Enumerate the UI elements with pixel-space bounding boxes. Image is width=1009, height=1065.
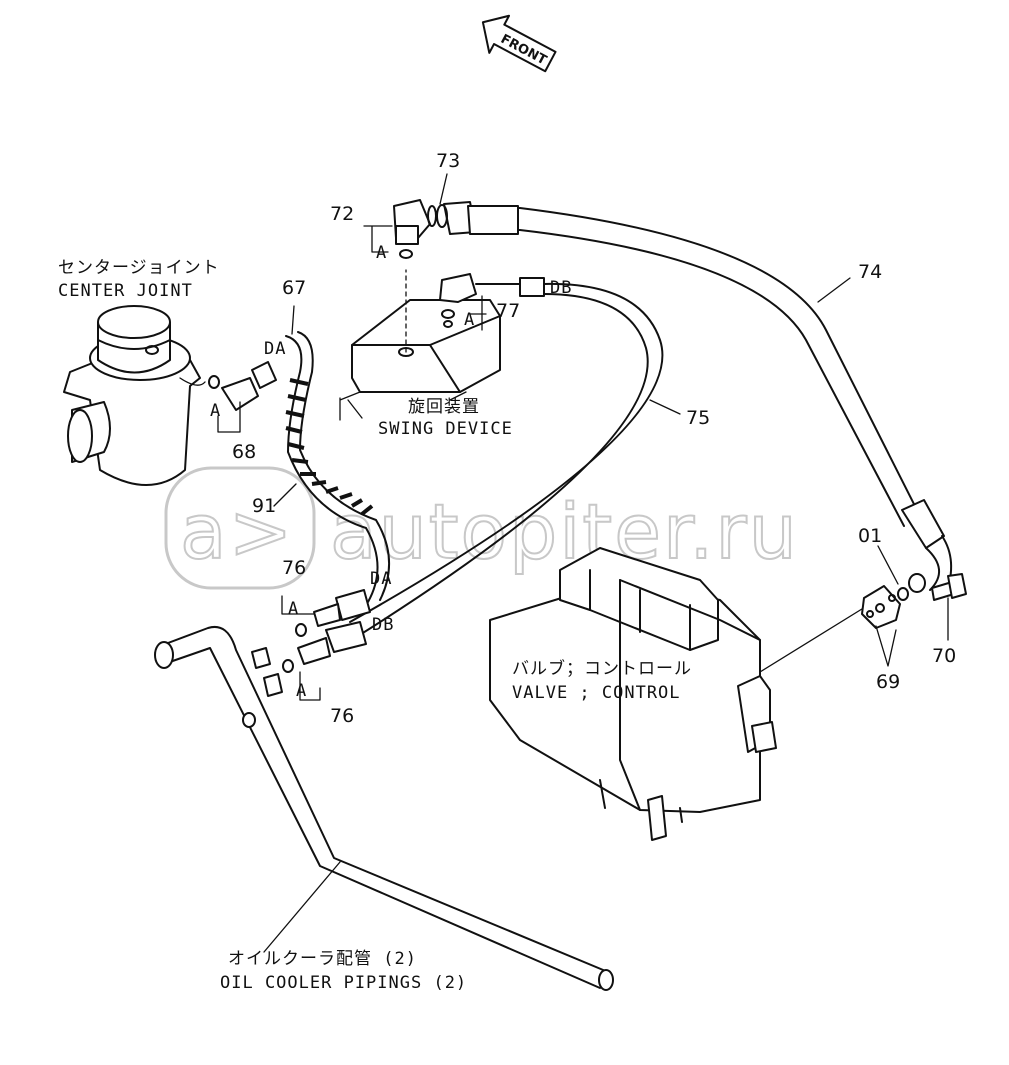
callout-75: 75 — [686, 407, 710, 429]
callout-70: 70 — [932, 645, 956, 667]
port-db-bottom: DB — [372, 615, 394, 635]
port-a-72: A — [376, 243, 387, 263]
port-da-bottom: DA — [370, 569, 392, 589]
flange-69 — [861, 585, 901, 629]
port-a-76-top: A — [288, 599, 299, 619]
oil-cooler-pipe-drawing — [154, 626, 614, 991]
callout-77: 77 — [496, 300, 520, 322]
port-a-76-bottom: A — [296, 681, 307, 701]
front-arrow: FRONT — [481, 14, 557, 73]
swing-device-label-en: SWING DEVICE — [378, 419, 513, 439]
swing-device-drawing — [339, 269, 501, 421]
port-da-top: DA — [264, 339, 286, 359]
port-a-77: A — [464, 310, 475, 330]
oring-near-bolt — [908, 573, 926, 593]
callout-74: 74 — [858, 261, 882, 283]
control-valve-drawing — [489, 547, 871, 841]
callout-68: 68 — [232, 441, 256, 463]
watermark-mark: a> — [180, 487, 294, 576]
valve-label-en: VALVE ; CONTROL — [512, 683, 681, 703]
port-db-top: DB — [550, 278, 572, 298]
oring-01 — [897, 587, 909, 601]
valve-label-jp: バルブ；コントロール — [512, 658, 692, 679]
callout-01: 01 — [858, 525, 882, 547]
leader-lines — [217, 173, 949, 953]
watermark: a> autopiter.ru — [164, 466, 799, 590]
callout-91: 91 — [252, 495, 276, 517]
pipe-74 — [443, 201, 953, 595]
pipe-75 — [349, 277, 664, 637]
elbow-77 — [439, 273, 477, 328]
oil-cooler-label-jp: オイルクーラ配管 (2) — [228, 949, 417, 969]
center-joint-drawing — [63, 305, 206, 486]
center-joint-label-en: CENTER JOINT — [58, 281, 193, 301]
callout-72: 72 — [330, 203, 354, 225]
port-a-68: A — [210, 401, 221, 421]
hose-91 — [208, 331, 390, 673]
callout-67: 67 — [282, 277, 306, 299]
hose-91-braid — [285, 378, 374, 516]
callout-76-bottom: 76 — [330, 705, 354, 727]
center-joint-label-jp: センタージョイント — [58, 258, 220, 278]
bolt-70 — [931, 573, 967, 601]
callout-73: 73 — [436, 150, 460, 172]
oil-cooler-label-en: OIL COOLER PIPINGS (2) — [220, 973, 467, 993]
swing-device-label-jp: 旋回装置 — [408, 397, 480, 417]
watermark-text: autopiter.ru — [330, 487, 799, 576]
callout-69: 69 — [876, 671, 900, 693]
elbow-72 — [393, 199, 448, 259]
callout-76-top: 76 — [282, 557, 306, 579]
